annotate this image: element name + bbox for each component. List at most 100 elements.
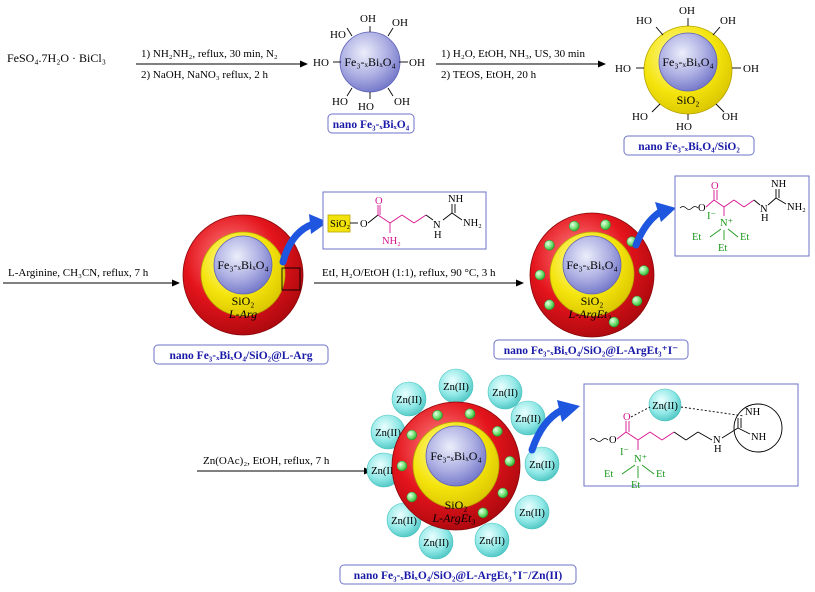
ammonium-dots-4 xyxy=(534,219,650,328)
zoom-arrowhead-1 xyxy=(309,214,328,234)
zn-bubble: Zn(II) xyxy=(438,368,474,404)
larg-label: L-Arg xyxy=(228,307,257,321)
oh-4: HO xyxy=(313,57,329,69)
ammonium-dot xyxy=(544,299,555,311)
caption-3: nano Fe₃-ₓBiₓO₄/SiO₂@L-Arg xyxy=(170,350,313,362)
svg-text:N: N xyxy=(713,435,721,446)
oh-12: HO xyxy=(615,63,631,75)
zn-label: Zn(II) xyxy=(479,536,505,547)
svg-text:Et: Et xyxy=(656,469,665,480)
step3: L-Arginine, CH₃CN, reflux, 7 h xyxy=(8,267,149,279)
caption-4: nano Fe₃-ₓBiₓO₄/SiO₂@L-ArgEt₃⁺I⁻ xyxy=(504,345,679,357)
caption-box-1 xyxy=(327,113,415,134)
arrow-step-2 xyxy=(436,60,606,68)
svg-text:H: H xyxy=(434,230,442,241)
oh-11: OH xyxy=(720,15,736,27)
zn-bubble: Zn(II) xyxy=(524,446,560,482)
svg-text:N: N xyxy=(433,220,441,231)
particle-argEt3: Fe₃-ₓBiₓO₄ SiO₂ L-ArgEt₃ xyxy=(529,212,655,338)
zn-label: Zn(II) xyxy=(515,414,541,425)
ammonium-dot xyxy=(492,426,503,437)
zn-label: Zn(II) xyxy=(519,508,545,519)
svg-text:N⁺: N⁺ xyxy=(720,218,733,229)
zoom-arrowhead-2 xyxy=(655,202,676,222)
svg-text:H: H xyxy=(761,213,769,224)
ammonium-dot xyxy=(464,408,476,420)
svg-text:H: H xyxy=(714,444,722,455)
zoom-arrow-3 xyxy=(528,406,566,454)
svg-text:NH₂: NH₂ xyxy=(463,218,482,229)
caption-box-5 xyxy=(339,564,577,585)
zn-bubble: Zn(II) xyxy=(510,400,546,436)
hydroxyl-groups-1 xyxy=(333,26,408,99)
svg-text:O: O xyxy=(698,203,706,214)
ammonium-dot xyxy=(631,295,643,307)
oh-2: OH xyxy=(360,13,376,25)
ammonium-dot xyxy=(534,269,546,281)
svg-text:I⁻: I⁻ xyxy=(707,211,716,222)
svg-text:O: O xyxy=(623,412,631,423)
svg-text:O: O xyxy=(375,196,383,207)
step5: Zn(OAc)₂, EtOH, reflux, 7 h xyxy=(203,455,330,467)
ammonium-dot xyxy=(406,491,418,503)
svg-text:O: O xyxy=(711,181,719,192)
ammonium-dot xyxy=(477,507,489,519)
oh-9: HO xyxy=(636,15,652,27)
caption-box-2 xyxy=(623,135,755,156)
zn-bubble: Zn(II) xyxy=(487,374,523,410)
caption-5: nano Fe₃-ₓBiₓO₄/SiO₂@L-ArgEt₃⁺I⁻/Zn(II) xyxy=(354,570,563,582)
silica-label-3: SiO₂ xyxy=(232,294,255,308)
caption-box-3 xyxy=(153,344,329,365)
step1-bottom: 2) NaOH, NaNO₃ reflux, 2 h xyxy=(141,69,268,81)
svg-text:NH: NH xyxy=(771,179,787,190)
ammonium-dot xyxy=(432,410,443,421)
caption-1: nano Fe₃-ₓBiₓO₄ xyxy=(333,119,410,131)
svg-text:Zn(II): Zn(II) xyxy=(652,401,678,412)
particle-zn: Fe₃-ₓBiₓO₄ SiO₂ L-ArgEt₃ xyxy=(391,401,521,531)
zn-label: Zn(II) xyxy=(443,382,469,393)
core-label: Fe₃-ₓBiₓO₄ xyxy=(344,55,395,69)
ammonium-dot xyxy=(544,239,555,251)
zn-label: Zn(II) xyxy=(492,388,518,399)
caption-2: nano Fe₃-ₓBiₓO₄/SiO₂ xyxy=(638,141,740,153)
svg-text:NH: NH xyxy=(745,407,761,418)
largEt-label: L-ArgEt₃ xyxy=(567,307,611,321)
hydroxyl-groups-2 xyxy=(636,18,741,120)
ammonium-dot xyxy=(406,429,418,441)
oh-8: OH xyxy=(394,96,410,108)
arrow-step-3 xyxy=(3,279,180,287)
svg-text:Et: Et xyxy=(692,232,701,243)
svg-text:N⁺: N⁺ xyxy=(634,454,647,465)
zn-label: Zn(II) xyxy=(375,428,401,439)
zoom-region-1 xyxy=(281,267,301,291)
zoom-arrow-1 xyxy=(279,220,317,266)
silica-label-2: SiO₂ xyxy=(677,93,700,107)
step2-top: 1) H₂O, EtOH, NH₃, US, 30 min xyxy=(441,48,585,60)
silica-label-4: SiO₂ xyxy=(581,294,604,308)
ammonium-dot xyxy=(638,265,650,276)
zn-label: Zn(II) xyxy=(529,460,555,471)
zinc-bubbles: Zn(II) Zn(II) Zn(II) Zn(II) Zn(II) Zn(II) Zn(I… xyxy=(366,368,560,560)
oh-16: OH xyxy=(722,111,738,123)
zn-bubble: Zn(II) xyxy=(418,524,454,560)
zn-bubble: Zn(II) xyxy=(514,494,550,530)
oh-14: HO xyxy=(632,111,648,123)
core-label-3: Fe₃-ₓBiₓO₄ xyxy=(217,258,268,272)
zn-bubble: Zn(II) xyxy=(474,522,510,558)
svg-text:SiO₂: SiO₂ xyxy=(330,219,350,230)
arrow-step-4 xyxy=(314,279,524,287)
svg-text:O: O xyxy=(609,435,617,446)
zn-label: Zn(II) xyxy=(423,538,449,549)
svg-text:N: N xyxy=(760,204,768,215)
particle-core: Fe₃-ₓBiₓO₄ xyxy=(339,31,401,93)
reagents-start: FeSO₄.7H₂O · BiCl₃ xyxy=(7,51,106,65)
ammonium-dot xyxy=(600,219,611,231)
caption-box-4 xyxy=(493,339,689,360)
zn-label: Zn(II) xyxy=(371,466,397,477)
largEt-label-5: L-ArgEt₃ xyxy=(431,511,475,525)
argEt3-structure-inset: O O N H NH NH₂ I⁻ N⁺ Et xyxy=(674,175,810,257)
oh-7: HO xyxy=(358,101,374,113)
larg-structure-inset: SiO₂ O O NH₂ N H NH NH₂ xyxy=(322,191,487,250)
